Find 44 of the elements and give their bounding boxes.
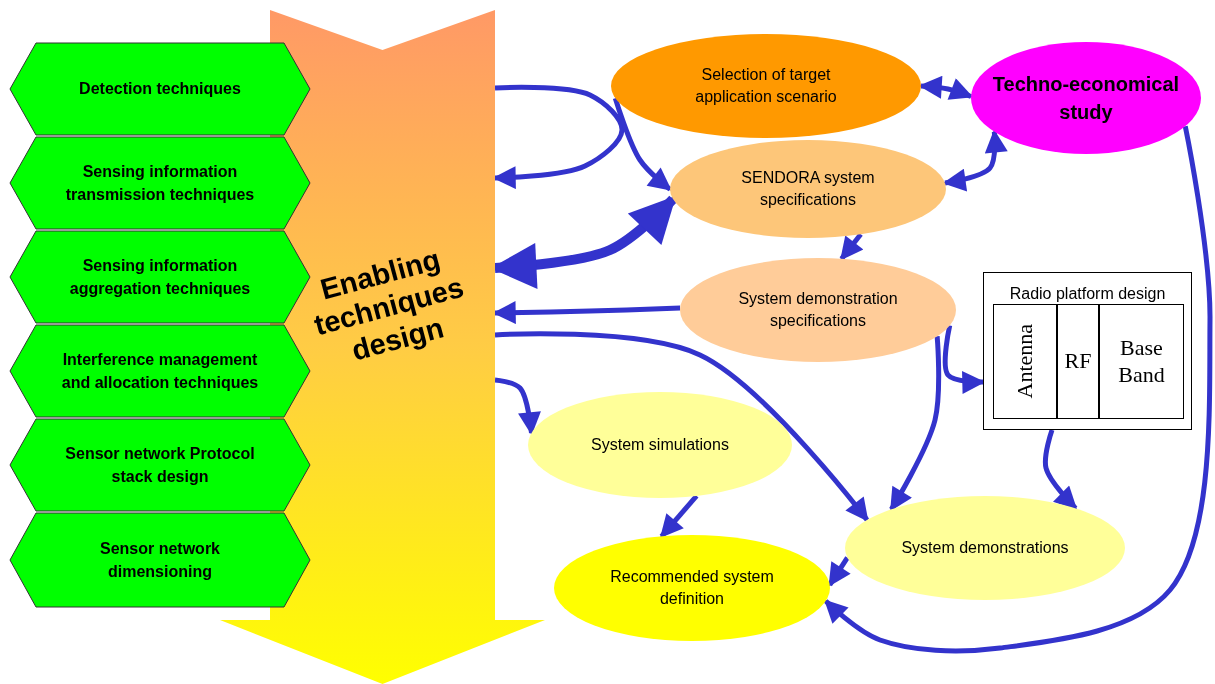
arrow: [494, 331, 870, 522]
hexagon-box: [10, 231, 310, 323]
cell-box: [993, 304, 1057, 419]
ellipse-box: [680, 258, 956, 362]
hexagon-box: [10, 43, 310, 135]
node-label: Base Band: [1117, 335, 1166, 388]
node-label: Detection techniques: [79, 79, 241, 100]
ellipse-box: [528, 392, 792, 498]
node-label: Sensor network Protocol stack design: [64, 443, 256, 487]
hexagon-box: [10, 419, 310, 511]
node-label: Sensing information aggregation techniques: [68, 255, 252, 299]
ellipse-box: [554, 535, 830, 641]
cell-box: [1057, 304, 1099, 419]
arrow: [889, 336, 942, 512]
node-label: Antenna: [1011, 324, 1038, 399]
node-label: RF: [1063, 348, 1093, 375]
ellipse-box: [611, 34, 921, 138]
node-label: Selection of target application scenario: [694, 64, 838, 107]
node-label: System demonstrations: [901, 537, 1069, 558]
arrow: [942, 129, 1008, 192]
node-label: Radio platform design: [1009, 285, 1166, 303]
node-label: Interference management and allocation techniques: [60, 349, 260, 393]
hexagon-box: [10, 137, 310, 229]
arrow: [494, 377, 541, 436]
ellipse-box: [845, 496, 1125, 600]
node-label: Sensing information transmission techniques: [64, 161, 256, 205]
node-label: Techno-economical study: [991, 72, 1181, 125]
frame-box: [983, 272, 1192, 430]
hexagon-box: [10, 513, 310, 607]
arrow: [1042, 429, 1078, 511]
ellipse-box: [971, 42, 1201, 154]
node-label: Recommended system definition: [609, 566, 775, 609]
arrow: [839, 232, 864, 261]
arrow: [612, 97, 672, 192]
hexagon-box: [10, 325, 310, 417]
cell-box: [1099, 304, 1184, 419]
node-label: System demonstration specifications: [737, 288, 899, 331]
node-label: System simulations: [591, 434, 729, 455]
arrow: [824, 125, 1213, 654]
arrow: [827, 556, 851, 587]
node-label: Sensor network dimensioning: [99, 538, 221, 582]
arrow: [659, 494, 699, 539]
node-label: SENDORA system specifications: [740, 167, 876, 210]
ellipse-box: [670, 140, 946, 238]
